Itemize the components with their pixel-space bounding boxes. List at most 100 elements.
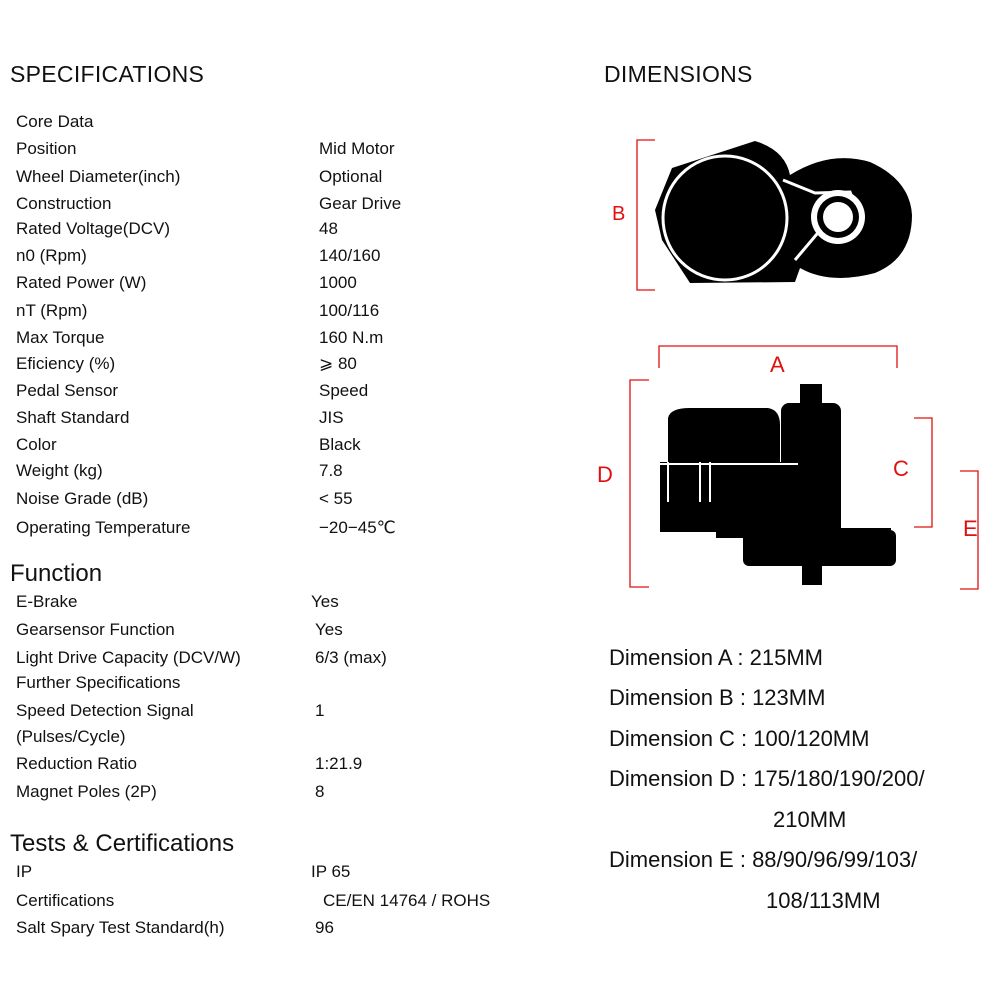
spec-key: Eficiency (%) bbox=[16, 354, 116, 373]
spec-key: Certifications bbox=[16, 891, 115, 910]
dimension-value: 100/120MM bbox=[753, 726, 870, 751]
marker-e-label: E bbox=[963, 516, 978, 541]
motor-side-shaft-top bbox=[800, 384, 822, 404]
motor-top-body bbox=[655, 141, 912, 283]
spec-row: Max Torque 160 N.m bbox=[16, 328, 556, 348]
motor-side-housing-top bbox=[668, 408, 780, 465]
dimension-label: Dimension B bbox=[609, 685, 734, 710]
dimensions-heading: DIMENSIONS bbox=[604, 61, 753, 87]
spec-value: 6/3 (max) bbox=[315, 648, 387, 667]
spec-key: Magnet Poles (2P) bbox=[16, 782, 157, 801]
spec-row: Pedal Sensor Speed bbox=[16, 381, 556, 401]
dimension-line: Dimension B : 123MM bbox=[609, 685, 826, 710]
spec-key: Wheel Diameter(inch) bbox=[16, 167, 181, 186]
tests-heading: Tests & Certifications bbox=[10, 830, 235, 857]
dimension-line: Dimension E : 88/90/96/99/103/ bbox=[609, 847, 918, 872]
dimension-d-bracket bbox=[629, 379, 649, 588]
spec-value: 1000 bbox=[319, 273, 357, 292]
specifications-heading: SPECIFICATIONS bbox=[10, 61, 205, 87]
spec-row: Magnet Poles (2P) 8 bbox=[16, 782, 556, 802]
spec-key: Weight (kg) bbox=[16, 461, 103, 480]
spec-key: Shaft Standard bbox=[16, 408, 130, 427]
dimension-label: Dimension D bbox=[609, 766, 735, 791]
motor-side-housing bbox=[660, 462, 798, 532]
motor-side-view bbox=[660, 384, 896, 585]
spec-key: Light Drive Capacity (DCV/W) bbox=[16, 648, 241, 667]
motor-side-chainring bbox=[743, 530, 896, 566]
dimension-value: 123MM bbox=[752, 685, 826, 710]
spec-value: Mid Motor bbox=[319, 139, 395, 158]
dimension-label: Dimension E bbox=[609, 847, 734, 872]
spec-value: 7.8 bbox=[319, 461, 343, 480]
spec-row: Noise Grade (dB) < 55 bbox=[16, 489, 556, 509]
spec-key: Rated Voltage(DCV) bbox=[16, 219, 171, 238]
dimension-e-bracket bbox=[960, 470, 979, 590]
spec-value: IP 65 bbox=[311, 862, 351, 881]
dimension-line: Dimension A : 215MM bbox=[609, 645, 823, 670]
dimension-label: Dimension A bbox=[609, 645, 732, 670]
motor-top-housing-ring bbox=[661, 154, 789, 282]
spec-key: (Pulses/Cycle) bbox=[16, 727, 126, 746]
dimension-value: 215MM bbox=[749, 645, 823, 670]
spec-value: < 55 bbox=[319, 489, 353, 508]
spec-value: 160 N.m bbox=[319, 328, 384, 347]
dimension-markers bbox=[629, 139, 979, 590]
spec-value: ⩾ 80 bbox=[319, 354, 357, 373]
spec-row: n0 (Rpm) 140/160 bbox=[16, 246, 556, 266]
spec-key: Max Torque bbox=[16, 328, 105, 347]
spec-row: Rated Power (W) 1000 bbox=[16, 273, 556, 293]
spec-key: Position bbox=[16, 139, 77, 158]
spec-value: 100/116 bbox=[319, 301, 380, 320]
marker-b-label: B bbox=[612, 203, 626, 225]
spec-row: Shaft Standard JIS bbox=[16, 408, 556, 428]
function-heading: Function bbox=[10, 560, 103, 587]
spec-key: Further Specifications bbox=[16, 673, 181, 692]
dimension-c-bracket bbox=[914, 417, 933, 528]
spec-key: Rated Power (W) bbox=[16, 273, 147, 292]
spec-value: 140/160 bbox=[319, 246, 381, 265]
spec-value: Speed bbox=[319, 381, 369, 400]
spec-row: Core Data bbox=[16, 112, 556, 132]
dimension-value: 175/180/190/200/ bbox=[753, 766, 925, 791]
spec-key: nT (Rpm) bbox=[16, 301, 88, 320]
spec-row: Certifications CE/EN 14764 / ROHS bbox=[16, 891, 556, 911]
spec-value: −20−45℃ bbox=[319, 518, 396, 537]
spec-value: 1:21.9 bbox=[315, 754, 363, 773]
spec-value: Optional bbox=[319, 167, 383, 186]
spec-value: CE/EN 14764 / ROHS bbox=[323, 891, 491, 910]
spec-key: n0 (Rpm) bbox=[16, 246, 87, 265]
spec-key: Core Data bbox=[16, 112, 94, 131]
spec-key: E-Brake bbox=[16, 592, 78, 611]
spec-key: Reduction Ratio bbox=[16, 754, 137, 773]
spec-key: Salt Spary Test Standard(h) bbox=[16, 918, 225, 937]
spec-value: 8 bbox=[315, 782, 325, 801]
dimension-line: Dimension D : 175/180/190/200/ bbox=[609, 766, 925, 791]
spec-row: Eficiency (%) ⩾ 80 bbox=[16, 354, 556, 374]
spec-row: E-Brake Yes bbox=[16, 592, 556, 612]
dimension-line: Dimension C : 100/120MM bbox=[609, 726, 870, 751]
spec-value: JIS bbox=[319, 408, 344, 427]
spec-row: Further Specifications bbox=[16, 673, 556, 693]
spec-value: 96 bbox=[315, 918, 334, 937]
spec-key: Operating Temperature bbox=[16, 518, 191, 537]
dimension-value: 88/90/96/99/103/ bbox=[752, 847, 918, 872]
spec-key: Speed Detection Signal bbox=[16, 701, 194, 720]
spec-key: Noise Grade (dB) bbox=[16, 489, 149, 508]
spec-value: Yes bbox=[315, 620, 343, 639]
marker-d-label: D bbox=[597, 462, 613, 487]
spec-row: Wheel Diameter(inch) Optional bbox=[16, 167, 556, 187]
marker-a-label: A bbox=[770, 352, 785, 377]
spec-key: Pedal Sensor bbox=[16, 381, 119, 400]
dimension-continuation: 108/113MM bbox=[766, 888, 881, 913]
spec-value: Yes bbox=[311, 592, 339, 611]
spec-row: Salt Spary Test Standard(h) 96 bbox=[16, 918, 556, 938]
dimension-label: Dimension C bbox=[609, 726, 735, 751]
dimension-b-bracket bbox=[636, 139, 655, 291]
motor-top-axle-hole bbox=[823, 202, 853, 232]
spec-row: Light Drive Capacity (DCV/W) 6/3 (max) bbox=[16, 648, 556, 668]
marker-c-label: C bbox=[893, 456, 909, 481]
spec-row: Position Mid Motor bbox=[16, 139, 556, 159]
